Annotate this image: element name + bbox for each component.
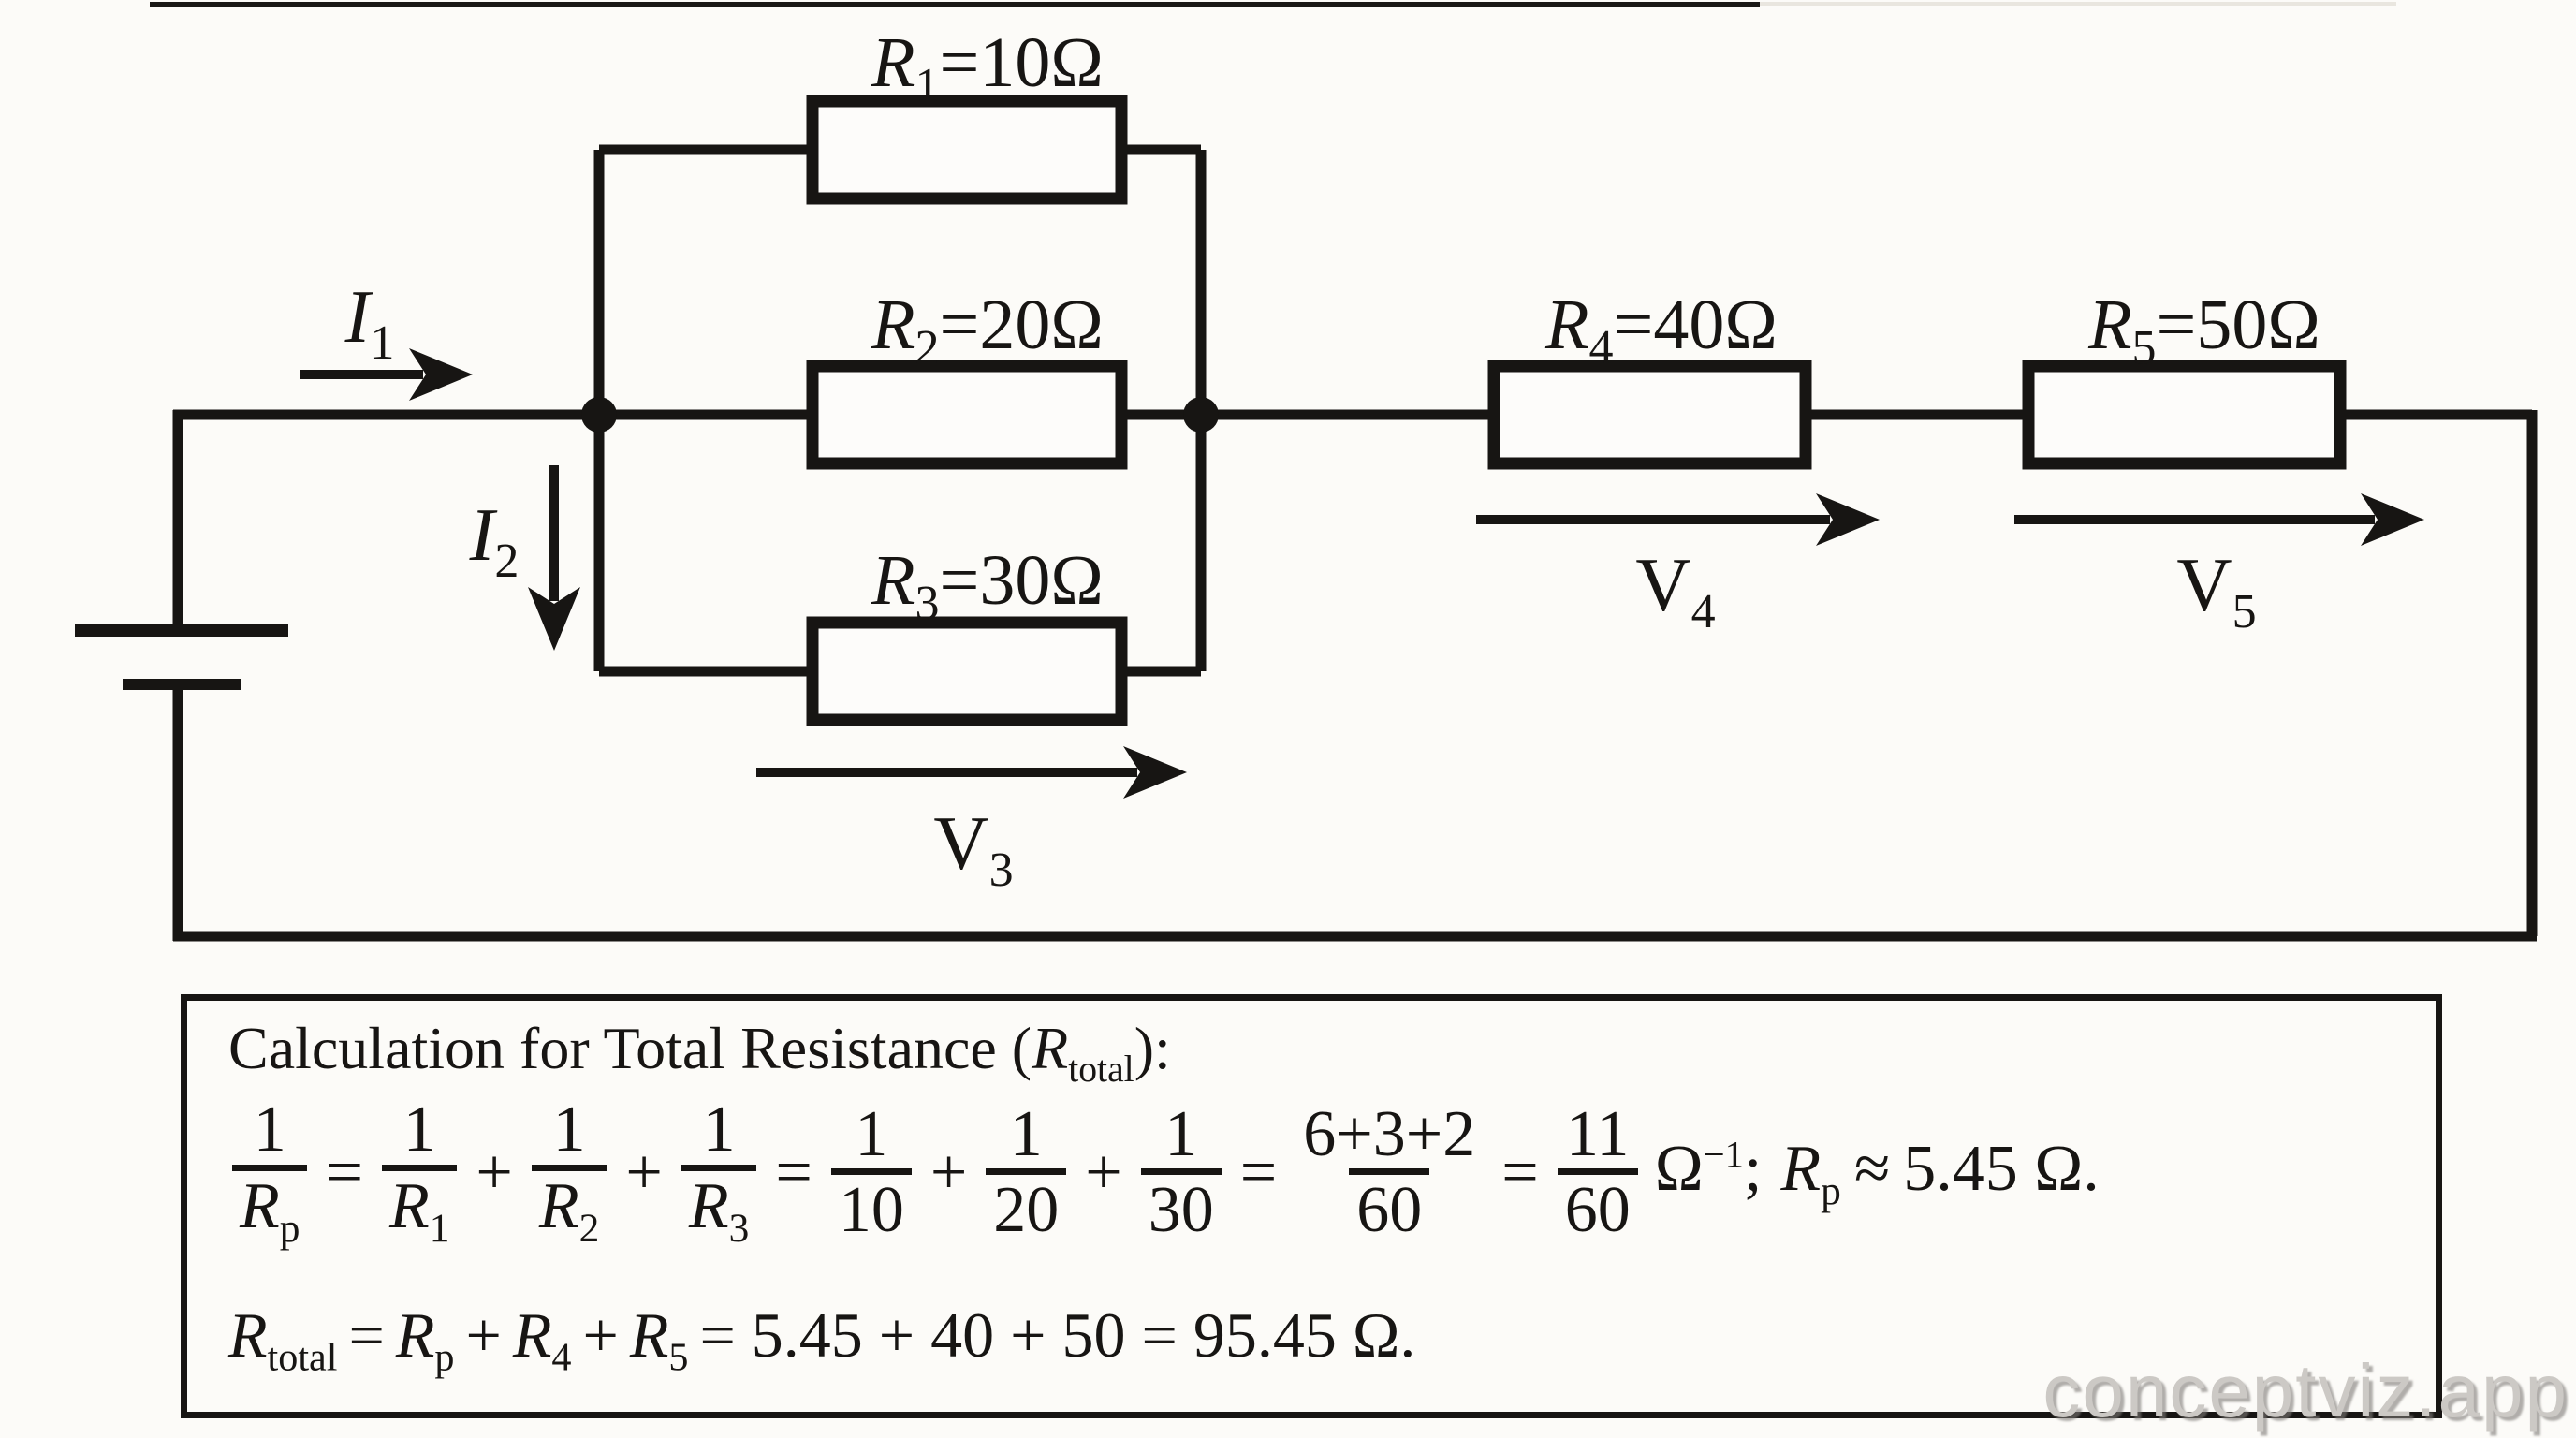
label-subscript: 2 [494, 535, 519, 588]
arrow-head [1816, 493, 1880, 546]
resistor-box-r2 [806, 360, 1128, 470]
equals-sign: = [326, 1136, 363, 1209]
voltage-arrow-v3 [756, 746, 1187, 799]
equals-sign: = [348, 1299, 385, 1371]
watermark: conceptviz.app [2042, 1349, 2569, 1432]
total-resistance-equation: Rtotal=Rp+R4+R5= 5.45 + 40 + 50 = 95.45 … [228, 1299, 1416, 1380]
resistor-box-r5 [2022, 360, 2347, 470]
plus-sign: + [465, 1299, 502, 1371]
calculation-title: Calculation for Total Resistance (Rtotal… [228, 1014, 1171, 1091]
label-subscript: 4 [1589, 321, 1614, 374]
battery-plate-long [75, 624, 288, 637]
resistor-label-r1: R1=10Ω [871, 23, 1104, 112]
arrow-head [2361, 493, 2424, 546]
label-symbol: V [1635, 542, 1690, 627]
voltage-label-v3: V3 [933, 800, 1013, 897]
label-subscript: 5 [2232, 585, 2257, 638]
equation-tail: = 5.45 + 40 + 50 = 95.45 Ω. [699, 1299, 1416, 1371]
label-subscript: 1 [370, 316, 394, 370]
label-symbol: I [469, 494, 498, 577]
plus-sign: + [1085, 1136, 1122, 1209]
voltage-arrow-v5 [2014, 493, 2424, 546]
label-value: =20Ω [940, 286, 1104, 364]
resistor-label-r2: R2=20Ω [871, 286, 1104, 374]
voltage-arrow-v4 [1476, 493, 1880, 546]
current-arrow-i2 [528, 465, 580, 651]
voltage-label-v5: V5 [2176, 542, 2256, 638]
title-prefix: Calculation for Total Resistance ( [228, 1015, 1032, 1081]
label-symbol: V [933, 800, 988, 886]
label-subscript: 2 [915, 321, 940, 374]
label-symbol: I [344, 276, 373, 359]
plus-sign: + [625, 1136, 663, 1209]
plus-sign: + [582, 1299, 619, 1371]
title-symbol: R [1032, 1015, 1069, 1081]
label-symbol: R [2087, 286, 2131, 364]
resistor-label-r5: R5=50Ω [2087, 286, 2320, 374]
equals-sign: = [775, 1136, 812, 1209]
junction-node-right [1183, 397, 1219, 433]
calculation-box: Calculation for Total Resistance (Rtotal… [181, 994, 2442, 1418]
label-symbol: R [871, 541, 915, 620]
plus-sign: + [476, 1136, 513, 1209]
label-value: =50Ω [2157, 286, 2320, 364]
junction-node-left [581, 397, 617, 433]
equals-sign: = [1239, 1136, 1278, 1209]
arrow-head [409, 348, 473, 401]
plus-sign: + [929, 1136, 968, 1209]
label-subscript: 5 [2132, 321, 2157, 374]
resistor-label-r3: R3=30Ω [871, 541, 1104, 630]
battery-plate-short [123, 679, 241, 690]
label-symbol: V [2176, 542, 2232, 627]
label-subscript: 4 [1691, 585, 1716, 638]
label-value: =10Ω [940, 23, 1104, 102]
current-arrow-i1 [300, 348, 473, 401]
resistor-box-r3 [806, 616, 1128, 726]
equation-result: Ω−1;Rp≈5.45 Ω. [1654, 1132, 2100, 1213]
arrow-head [528, 587, 580, 651]
label-subscript: 1 [915, 59, 940, 112]
current-label-i1: I1 [344, 276, 395, 370]
title-suffix: ): [1134, 1015, 1171, 1081]
label-symbol: R [1544, 286, 1588, 364]
equals-sign: = [1501, 1136, 1539, 1209]
title-subscript: total [1068, 1048, 1134, 1090]
arrow-head [1123, 746, 1187, 799]
resistor-box-r1 [806, 95, 1128, 205]
current-label-i2: I2 [469, 494, 520, 588]
label-symbol: R [871, 286, 915, 364]
voltage-label-v4: V4 [1635, 542, 1715, 638]
label-subscript: 3 [989, 844, 1014, 897]
resistor-box-r4 [1487, 360, 1812, 470]
label-subscript: 3 [915, 577, 940, 630]
label-symbol: R [871, 23, 915, 102]
label-value: =30Ω [940, 541, 1104, 620]
label-value: =40Ω [1614, 286, 1778, 364]
resistor-label-r4: R4=40Ω [1544, 286, 1778, 374]
